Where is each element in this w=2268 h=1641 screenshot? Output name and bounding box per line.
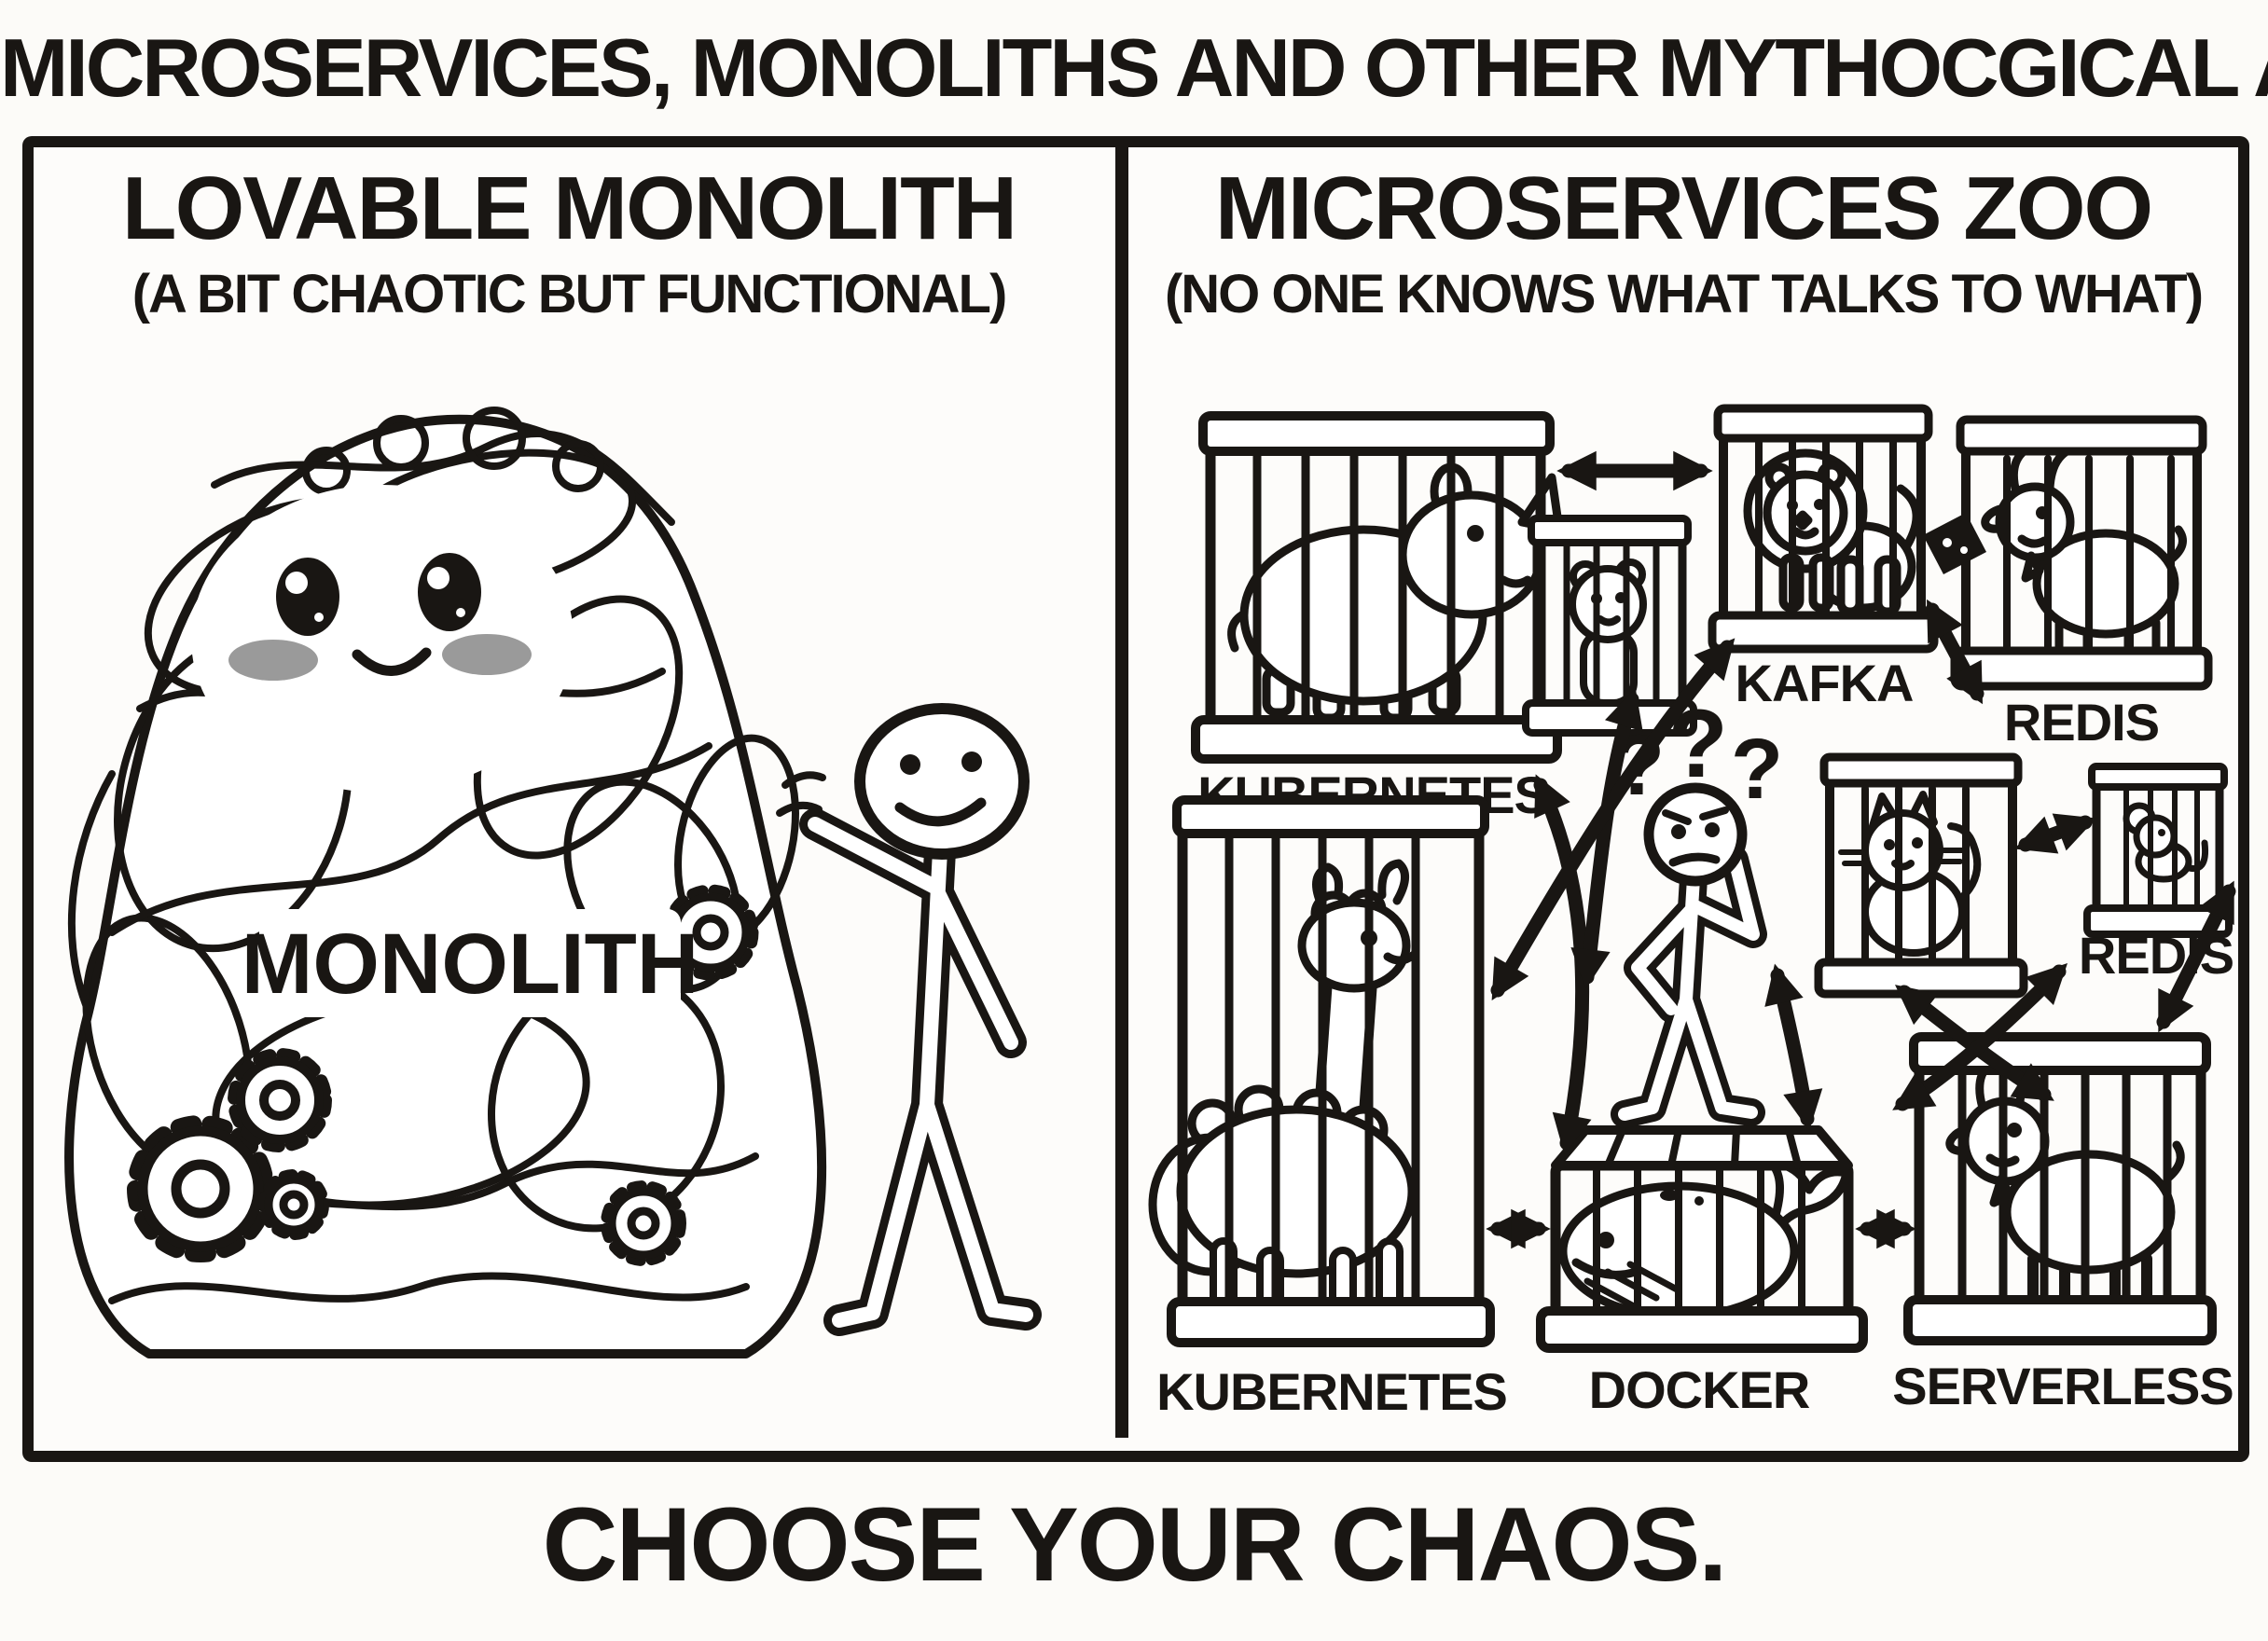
panel-container [22,136,2249,1462]
footer-caption: CHOOSE YOUR CHAOS. [542,1486,1728,1603]
right-panel-subheading: (NO ONE KNOWS WHAT TALKS TO WHAT) [1164,264,2204,324]
left-panel-heading: LOVABLE MONOLITH [121,159,1017,258]
left-panel-header: LOVABLE MONOLITH (A BIT CHAOTIC BUT FUNC… [22,164,1115,325]
panel-divider [1115,140,1128,1438]
right-panel-header: MICROSERVICES ZOO (NO ONE KNOWS WHAT TAL… [1128,164,2238,325]
right-panel-heading: MICROSERVICES ZOO [1214,159,2153,258]
page-title: MICROSERVICES, MONOLITHS AND OTHER MYTHO… [0,21,2268,114]
left-panel-subheading: (A BIT CHAOTIC BUT FUNCTIONAL) [131,264,1008,324]
